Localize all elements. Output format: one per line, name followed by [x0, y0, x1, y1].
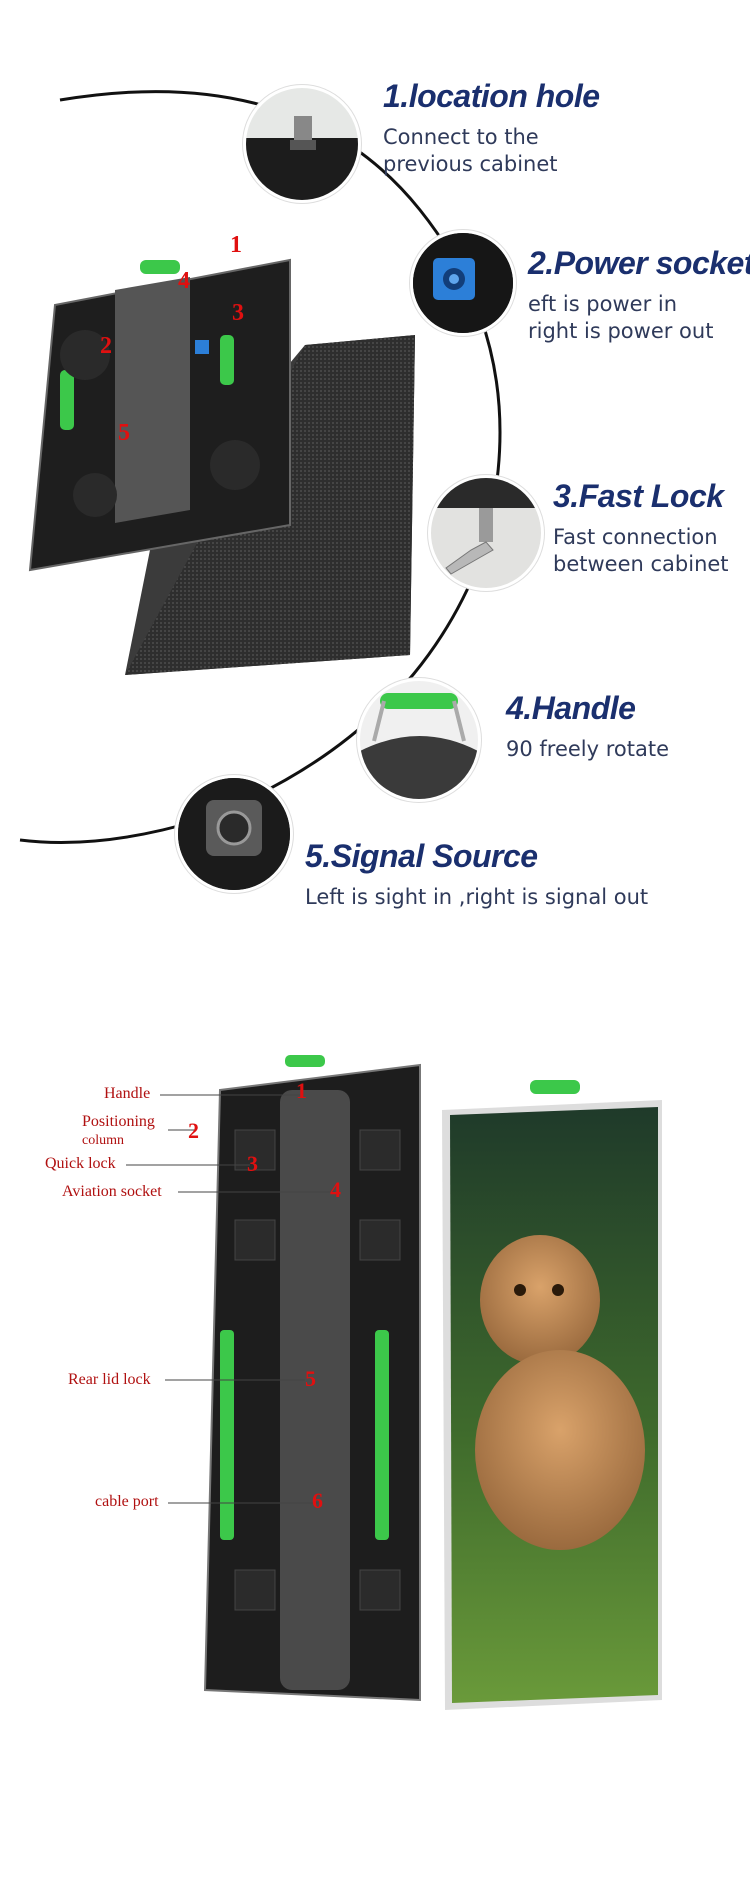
- part-number-4: 4: [330, 1177, 341, 1202]
- feature-3-title: 3.Fast Lock: [553, 478, 724, 514]
- feature-4-title: 4.Handle: [506, 690, 636, 726]
- part-number-5: 5: [305, 1366, 316, 1391]
- part-number-3: 3: [247, 1151, 258, 1176]
- handle-detail-image: [357, 678, 481, 802]
- cabinet-number-2: 2: [100, 333, 112, 359]
- location-hole-detail-image: [243, 85, 361, 203]
- feature-1-desc-line2: previous cabinet: [383, 152, 558, 176]
- feature-2-desc-line2: right is power out: [528, 319, 714, 343]
- feature-5-title: 5.Signal Source: [305, 838, 538, 874]
- feature-5-desc-line1: Left is sight in ,right is signal out: [305, 885, 649, 909]
- feature-3-desc-line2: between cabinet: [553, 552, 729, 576]
- cabinet-number-3: 3: [232, 300, 244, 326]
- part-number-2: 2: [188, 1118, 199, 1143]
- part-label-quick-lock: Quick lock: [45, 1155, 116, 1172]
- part-label-positioning-line1: Positioning: [82, 1113, 155, 1130]
- callout-lines: [126, 1094, 335, 1504]
- feature-4-desc-line1: 90 freely rotate: [506, 737, 670, 761]
- part-label-handle: Handle: [104, 1085, 151, 1102]
- power-socket-detail-image: [410, 230, 516, 336]
- part-number-1: 1: [296, 1078, 307, 1103]
- feature-2-title: 2.Power socket: [528, 245, 750, 281]
- fast-lock-detail-image: [428, 475, 544, 591]
- feature-1-desc-line1: Connect to the: [383, 125, 539, 149]
- feature-3-desc-line1: Fast connection: [553, 525, 718, 549]
- part-label-aviation-socket: Aviation socket: [62, 1183, 162, 1200]
- cabinet-number-5: 5: [118, 420, 130, 446]
- feature-2-desc-line1: eft is power in: [528, 292, 678, 316]
- part-label-cable-port: cable port: [95, 1493, 159, 1510]
- cabinet-number-4: 4: [178, 268, 190, 294]
- part-label-rear-lid-lock: Rear lid lock: [68, 1371, 151, 1388]
- led-cabinet-rear-illustration: [28, 258, 415, 675]
- cabinet-number-1: 1: [230, 232, 242, 258]
- part-number-6: 6: [312, 1488, 323, 1513]
- feature-1-title: 1.location hole: [383, 78, 600, 114]
- signal-source-detail-image: [175, 775, 293, 893]
- part-label-positioning-line2: column: [82, 1133, 124, 1148]
- labeled-cabinet-illustration: [203, 1055, 662, 1710]
